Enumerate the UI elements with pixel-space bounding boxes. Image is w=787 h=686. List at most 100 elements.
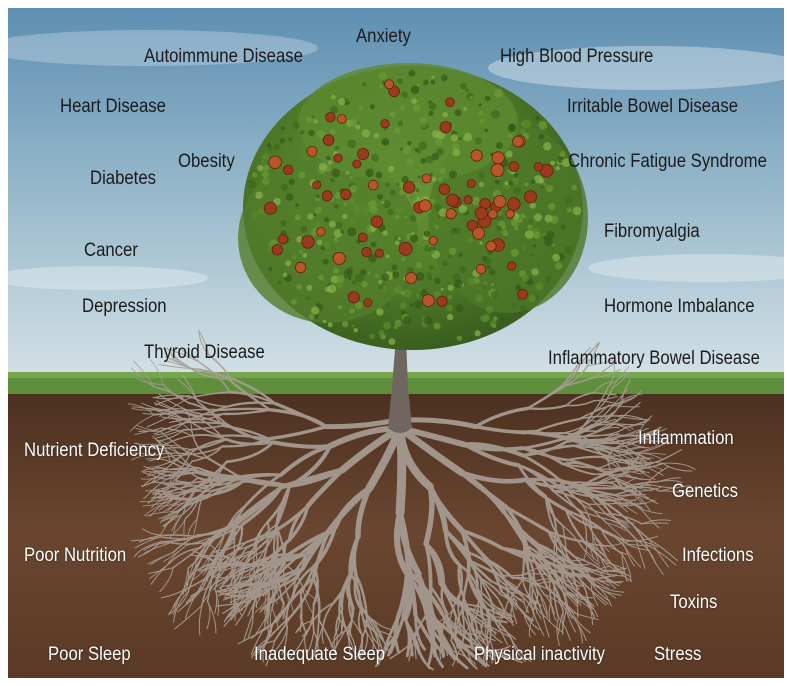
fruit [446, 194, 458, 206]
leaf-dot [350, 176, 353, 179]
leaf-dot [330, 178, 335, 183]
leaf-dot [371, 154, 379, 162]
fruit [283, 165, 293, 175]
fruit [508, 262, 516, 270]
leaf-dot [455, 304, 464, 313]
leaf-dot [289, 179, 295, 185]
fruit [534, 163, 542, 171]
leaf-dot [487, 265, 491, 269]
fruit [269, 156, 282, 169]
leaf-dot [397, 78, 403, 84]
leaf-dot [361, 281, 367, 287]
leaf-dot [382, 273, 390, 281]
leaf-dot [555, 166, 560, 171]
fruit [362, 247, 372, 257]
leaf-dot [308, 130, 314, 136]
leaf-dot [496, 225, 502, 231]
leaf-dot [379, 72, 387, 80]
fruit [358, 233, 367, 242]
leaf-dot [441, 74, 448, 81]
leaf-dot [512, 303, 516, 307]
fruit [307, 146, 317, 156]
leaf-dot [305, 270, 309, 274]
leaf-dot [376, 172, 383, 179]
leaf-dot [307, 214, 313, 220]
leaf-dot [316, 195, 320, 199]
leaf-dot [263, 165, 269, 171]
leaf-dot [332, 169, 340, 177]
leaf-dot [346, 171, 349, 174]
fruit [368, 180, 378, 190]
leaf-dot [447, 305, 453, 311]
fruit [364, 299, 372, 307]
fruit [475, 207, 487, 219]
leaf-dot [265, 178, 270, 183]
leaf-dot [479, 111, 484, 116]
leaf-dot [539, 121, 548, 130]
leaf-dot [306, 296, 311, 301]
leaf-dot [500, 317, 504, 321]
fruit [264, 202, 276, 214]
leaf-dot [421, 72, 425, 76]
leaf-dot [409, 70, 416, 77]
fruit [507, 198, 520, 211]
leaf-dot [352, 325, 355, 328]
leaf-dot [317, 240, 322, 245]
leaf-dot [311, 306, 319, 314]
leaf-dot [252, 172, 257, 177]
fruit [358, 148, 369, 159]
fruit [513, 136, 524, 147]
leaf-dot [508, 124, 516, 132]
fruit [524, 191, 536, 203]
leaf-dot [343, 202, 347, 206]
root-strand [184, 490, 213, 491]
fruit [371, 216, 383, 228]
leaf-dot [361, 112, 370, 121]
fruit [422, 174, 431, 183]
leaf-dot [478, 172, 484, 178]
leaf-dot [350, 185, 358, 193]
fruit [375, 249, 383, 257]
leaf-dot [449, 255, 452, 258]
leaf-dot [520, 305, 528, 313]
leaf-dot [567, 208, 572, 213]
leaf-dot [432, 130, 440, 138]
fruit [464, 196, 472, 204]
leaf-dot [483, 314, 490, 321]
leaf-dot [505, 182, 509, 186]
leaf-dot [454, 280, 463, 289]
leaf-dot [396, 183, 399, 186]
leaf-dot [309, 314, 315, 320]
leaf-dot [451, 134, 458, 141]
leaf-dot [434, 323, 441, 330]
leaf-dot [289, 138, 292, 141]
leaf-dot [564, 246, 572, 254]
leaf-dot [528, 219, 532, 223]
leaf-dot [334, 237, 339, 242]
disease-label-anxiety: Anxiety [356, 26, 411, 48]
leaf-dot [531, 268, 538, 275]
leaf-dot [394, 285, 402, 293]
fruit [440, 122, 451, 133]
leaf-dot [350, 220, 354, 224]
leaf-dot [489, 269, 495, 275]
leaf-dot [339, 305, 342, 308]
fruit [385, 80, 394, 89]
leaf-dot [386, 254, 390, 258]
cause-label-inflammation: Inflammation [638, 428, 734, 450]
leaf-dot [295, 203, 299, 207]
leaf-dot [533, 244, 536, 247]
fruit [406, 272, 417, 283]
leaf-dot [480, 119, 485, 124]
leaf-dot [378, 285, 383, 290]
leaf-dot [344, 158, 348, 162]
leaf-dot [389, 111, 395, 117]
fruit [333, 252, 345, 264]
fruit [341, 189, 351, 199]
leaf-dot [491, 283, 494, 286]
leaf-dot [363, 206, 370, 213]
leaf-dot [286, 193, 294, 201]
leaf-dot [533, 232, 540, 239]
leaf-dot [535, 116, 539, 120]
leaf-dot [347, 99, 350, 102]
